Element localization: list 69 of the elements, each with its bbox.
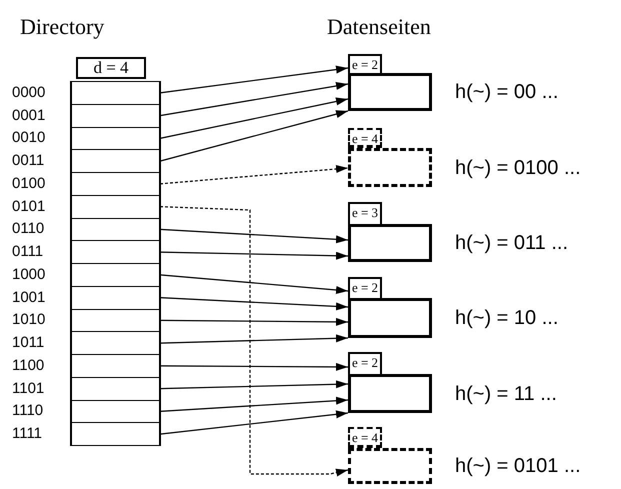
hash-prefix-label: h(~) = 00 ... bbox=[455, 80, 558, 104]
data-page-box bbox=[348, 298, 432, 338]
bit-string-label: 0010 bbox=[12, 129, 46, 148]
section-heading: Datenseiten bbox=[327, 14, 431, 40]
directory-cell bbox=[70, 331, 161, 355]
bit-string-label: 1110 bbox=[12, 402, 44, 420]
dashed-arrow bbox=[160, 206, 348, 476]
data-page-box bbox=[348, 448, 432, 484]
directory-cell bbox=[70, 218, 161, 242]
directory-cell bbox=[70, 286, 161, 310]
directory-cell bbox=[70, 126, 161, 150]
bit-string-label: 0110 bbox=[12, 220, 44, 238]
local-depth-tag: e = 4 bbox=[348, 128, 382, 148]
directory-cell bbox=[70, 263, 161, 287]
directory-cell bbox=[70, 172, 161, 196]
directory-cell bbox=[70, 104, 161, 128]
directory-cell bbox=[70, 354, 161, 378]
bit-string-label: 1011 bbox=[12, 334, 44, 352]
arrow bbox=[160, 396, 348, 412]
arrow bbox=[160, 362, 348, 371]
bit-string-label: 1001 bbox=[12, 288, 46, 307]
bit-string-label: 0100 bbox=[12, 174, 46, 193]
directory-cell bbox=[70, 376, 161, 400]
hash-prefix-label: h(~) = 011 ... bbox=[455, 231, 568, 255]
directory-cell bbox=[70, 81, 161, 105]
bit-string-label: 0011 bbox=[12, 152, 44, 170]
data-page-box bbox=[348, 73, 432, 111]
data-page-box bbox=[348, 224, 432, 262]
arrow bbox=[160, 228, 348, 244]
directory-cell bbox=[70, 308, 161, 332]
arrow bbox=[160, 82, 348, 116]
arrow bbox=[160, 66, 348, 94]
bit-string-label: 1101 bbox=[12, 380, 44, 398]
directory-cell bbox=[70, 422, 161, 446]
local-depth-tag: e = 2 bbox=[348, 277, 382, 298]
data-page-box bbox=[348, 374, 432, 413]
bit-string-label: 1000 bbox=[12, 266, 46, 284]
hash-prefix-label: h(~) = 11 ... bbox=[455, 382, 557, 406]
directory-cell bbox=[70, 240, 161, 264]
arrow bbox=[160, 410, 348, 435]
arrow bbox=[160, 334, 348, 344]
local-depth-tag: e = 3 bbox=[348, 202, 382, 224]
arrow bbox=[160, 274, 348, 294]
arrow bbox=[160, 252, 348, 260]
hash-prefix-label: h(~) = 0100 ... bbox=[455, 156, 581, 180]
local-depth-tag: e = 2 bbox=[348, 54, 382, 73]
global-depth-tag: d = 4 bbox=[76, 57, 146, 79]
bit-string-label: 0101 bbox=[12, 198, 46, 216]
arrow bbox=[160, 380, 348, 390]
dashed-arrow bbox=[160, 165, 348, 184]
hash-prefix-label: h(~) = 10 ... bbox=[455, 306, 558, 330]
hash-prefix-label: h(~) = 0101 ... bbox=[455, 454, 581, 478]
bit-string-label: 0111 bbox=[12, 243, 44, 262]
arrow bbox=[160, 98, 348, 139]
bit-string-label: 1111 bbox=[12, 425, 42, 444]
section-heading: Directory bbox=[20, 14, 104, 40]
directory-cell bbox=[70, 149, 161, 173]
bit-string-label: 1100 bbox=[12, 356, 44, 375]
arrow bbox=[160, 318, 348, 326]
local-depth-tag: e = 2 bbox=[348, 352, 382, 374]
arrow bbox=[160, 297, 348, 310]
local-depth-tag: e = 4 bbox=[348, 427, 382, 448]
arrow bbox=[160, 110, 348, 162]
bit-string-label: 1010 bbox=[12, 311, 46, 330]
bit-string-label: 0001 bbox=[12, 106, 46, 125]
directory-cell bbox=[70, 400, 161, 424]
data-page-box bbox=[348, 148, 432, 187]
directory-cell bbox=[70, 194, 161, 218]
bit-string-label: 0000 bbox=[12, 84, 46, 102]
